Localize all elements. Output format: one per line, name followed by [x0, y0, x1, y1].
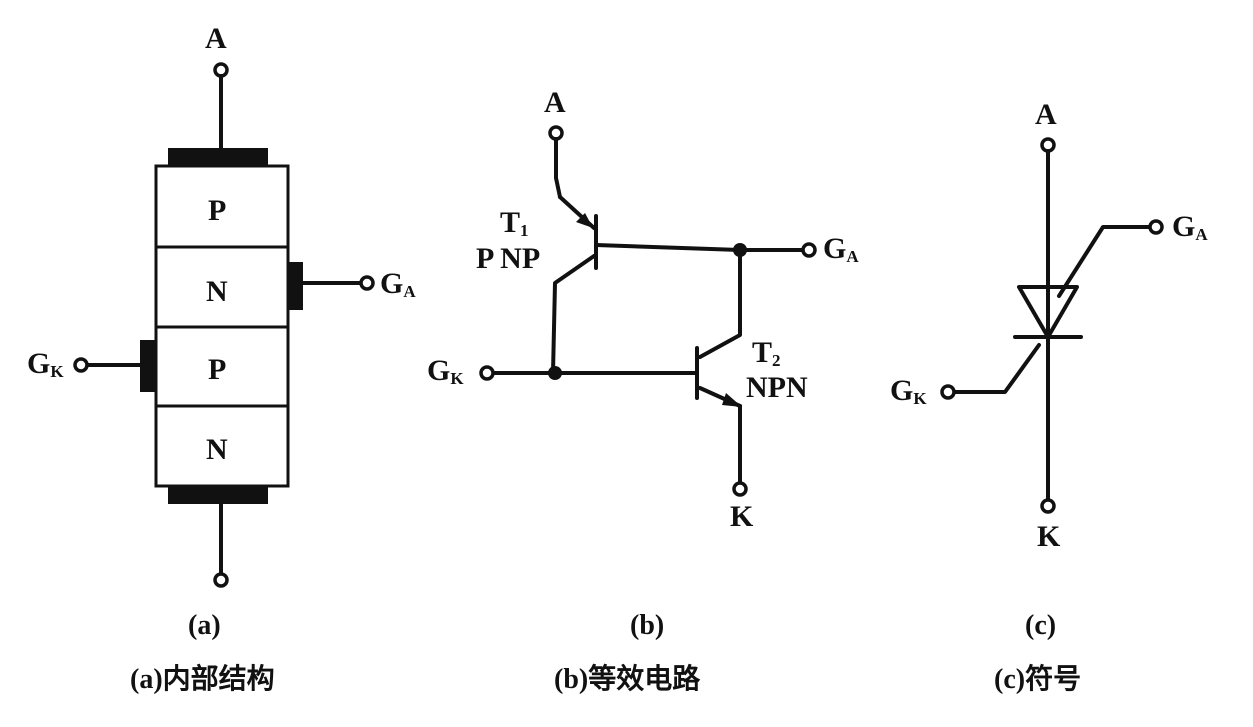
cathode-label: K — [1037, 520, 1061, 553]
t2-type-label: NPN — [746, 371, 808, 404]
cathode-terminal — [1040, 498, 1056, 514]
gate-anode-label: GA — [1172, 210, 1208, 244]
t2-collector — [698, 248, 742, 359]
layer-n2-label: N — [206, 433, 228, 466]
anode-label: A — [544, 86, 566, 119]
gate-anode-lead — [1057, 225, 1152, 298]
t1-base-to-ga-wire — [594, 243, 742, 252]
t1-type-label: P NP — [476, 242, 540, 275]
gate-anode-terminal — [359, 275, 375, 291]
layer-p2-label: P — [208, 353, 226, 386]
layer-p1-label: P — [208, 194, 226, 227]
gate-cathode-label: GK — [427, 354, 464, 388]
anode-label: A — [205, 22, 227, 55]
cathode-contact-pad — [168, 486, 268, 504]
gate-cathode-terminal — [73, 357, 89, 373]
cathode-terminal — [213, 572, 229, 588]
anode-contact-pad — [168, 148, 268, 166]
gate-anode-label: GA — [823, 232, 859, 266]
t1-collector — [551, 254, 596, 375]
anode-label: A — [1035, 98, 1057, 131]
gate-cathode-label: GK — [890, 374, 927, 408]
panel-a-internal-structure: A P N P N GA GK (a) (a)内部结构 — [27, 22, 416, 695]
cathode-label: K — [730, 500, 754, 533]
gate-cathode-terminal — [479, 365, 495, 381]
gate-cathode-lead — [953, 343, 1041, 394]
panel-b-tag: (b) — [630, 610, 664, 641]
gate-cathode-contact-pad — [140, 340, 156, 392]
diode-triangle — [1017, 285, 1079, 339]
panel-c-caption: (c)符号 — [994, 662, 1081, 695]
panel-a-caption: (a)内部结构 — [130, 663, 275, 695]
t2-emitter-arrow — [722, 393, 742, 407]
t1-label: T1 — [500, 206, 529, 240]
panel-b-caption: (b)等效电路 — [554, 662, 701, 695]
gate-anode-contact-pad — [287, 262, 303, 310]
panel-c-tag: (c) — [1025, 610, 1056, 641]
gate-cathode-label: GK — [27, 347, 64, 381]
anode-lead — [554, 137, 562, 199]
gate-anode-terminal — [801, 242, 817, 258]
gate-cathode-terminal — [940, 384, 956, 400]
cathode-terminal — [732, 481, 748, 497]
panel-c-symbol: A GA GK K (c) (c)符号 — [890, 98, 1208, 695]
t1-emitter-arrow — [576, 213, 593, 228]
gate-cathode-node — [548, 366, 562, 380]
layer-n1-label: N — [206, 275, 228, 308]
panel-b-equivalent-circuit: A T1 P NP GA K T2 NPN GK (b) (b)等效电路 — [427, 86, 859, 695]
gate-anode-label: GA — [380, 267, 416, 301]
gate-anode-terminal — [1148, 219, 1164, 235]
t2-label: T2 — [752, 336, 781, 370]
panel-a-tag: (a) — [188, 610, 221, 641]
